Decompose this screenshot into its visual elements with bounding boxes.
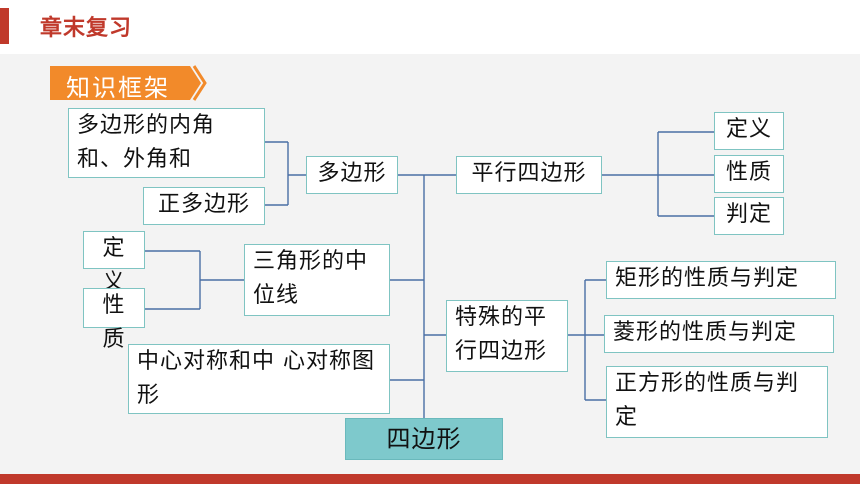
page-title: 章末复习 (40, 16, 133, 41)
node-pg-definition: 定义 (714, 112, 784, 150)
node-polygon: 多边形 (306, 156, 398, 194)
node-rectangle: 矩形的性质与判定 (606, 261, 836, 299)
node-pg-judgement: 判定 (714, 197, 784, 235)
badge-shape (50, 66, 201, 100)
node-midline: 三角形的中位线 (244, 244, 390, 316)
badge-chevron-icon (192, 65, 207, 101)
footer-accent-bar (0, 474, 860, 484)
node-parallelogram-label: 平行四边形 (471, 161, 587, 186)
node-root-label: 四边形 (386, 425, 462, 453)
node-polygon-angles: 多边形的内角和、外角和 (68, 108, 265, 178)
node-mid-definition-label: 定义 (102, 236, 126, 295)
header-accent-bar (0, 8, 9, 44)
node-rhombus: 菱形的性质与判定 (604, 315, 834, 353)
badge-label: 知识框架 (66, 74, 170, 102)
node-special-parallelogram: 特殊的平行四边形 (446, 300, 568, 372)
node-polygon-angles-label: 多边形的内角和、外角和 (77, 113, 216, 172)
node-mid-property: 性质 (83, 288, 145, 352)
node-midline-label: 三角形的中位线 (253, 249, 369, 308)
node-regular-polygon-label: 正多边形 (157, 192, 250, 217)
node-pg-property-label: 性质 (725, 160, 772, 185)
node-polygon-label: 多边形 (317, 161, 387, 186)
node-mid-property-label: 性质 (102, 293, 126, 352)
node-square: 正方形的性质与判定 (606, 366, 828, 438)
node-pg-judgement-label: 判定 (725, 202, 772, 227)
node-pg-definition-label: 定义 (725, 117, 772, 142)
node-pg-property: 性质 (714, 155, 784, 193)
node-mid-definition: 定义 (83, 231, 145, 295)
node-rhombus-label: 菱形的性质与判定 (613, 320, 798, 345)
node-regular-polygon: 正多边形 (143, 187, 265, 225)
header: 章末复习 (0, 0, 860, 54)
node-root-quadrilateral: 四边形 (345, 418, 503, 460)
node-special-label: 特殊的平行四边形 (455, 305, 548, 364)
node-parallelogram: 平行四边形 (456, 156, 602, 194)
node-central-symmetry: 中心对称和中 心对称图形 (128, 344, 390, 414)
node-rectangle-label: 矩形的性质与判定 (615, 266, 800, 291)
node-square-label: 正方形的性质与判定 (615, 371, 800, 430)
node-central-symmetry-label: 中心对称和中 心对称图形 (137, 349, 375, 408)
